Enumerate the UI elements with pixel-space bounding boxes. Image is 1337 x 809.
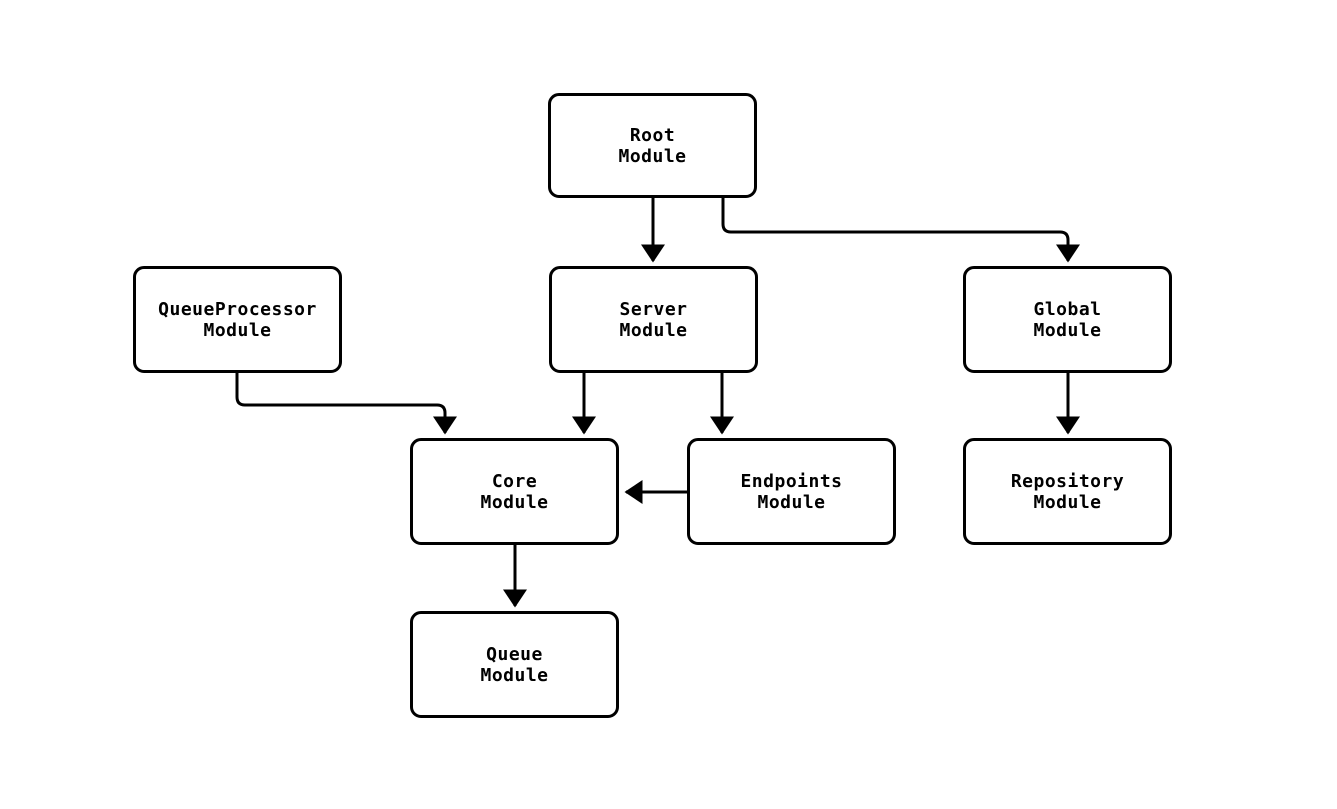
node-endpoints-label-line2: Module [757,491,826,513]
node-core-label-line2: Module [480,491,549,513]
node-queue-label-line2: Module [480,664,549,686]
node-global-label-line2: Module [1033,319,1102,341]
node-repository-module: Repository Module [963,438,1172,545]
edge-queueprocessor-to-core [235,373,457,435]
node-endpoints-label-line1: Endpoints [740,470,843,492]
node-core-module: Core Module [410,438,619,545]
node-repository-label-line1: Repository [1010,470,1125,492]
node-global-label-line1: Global [1033,298,1102,320]
node-root-label-line2: Module [618,145,687,167]
node-server-label-line1: Server [619,298,688,320]
node-core-label-line1: Core [491,470,538,492]
node-root-module: Root Module [548,93,757,198]
node-queueprocessor-module: QueueProcessor Module [133,266,342,373]
node-root-label-line1: Root [629,124,676,146]
node-repository-label-line2: Module [1033,491,1102,513]
edge-root-to-global [721,198,1080,263]
node-queueprocessor-label-line1: QueueProcessor [158,298,317,320]
node-server-label-line2: Module [619,319,688,341]
node-global-module: Global Module [963,266,1172,373]
node-endpoints-module: Endpoints Module [687,438,896,545]
node-queue-label-line1: Queue [486,643,543,665]
node-server-module: Server Module [549,266,758,373]
node-queueprocessor-label-line2: Module [203,319,272,341]
node-queue-module: Queue Module [410,611,619,718]
